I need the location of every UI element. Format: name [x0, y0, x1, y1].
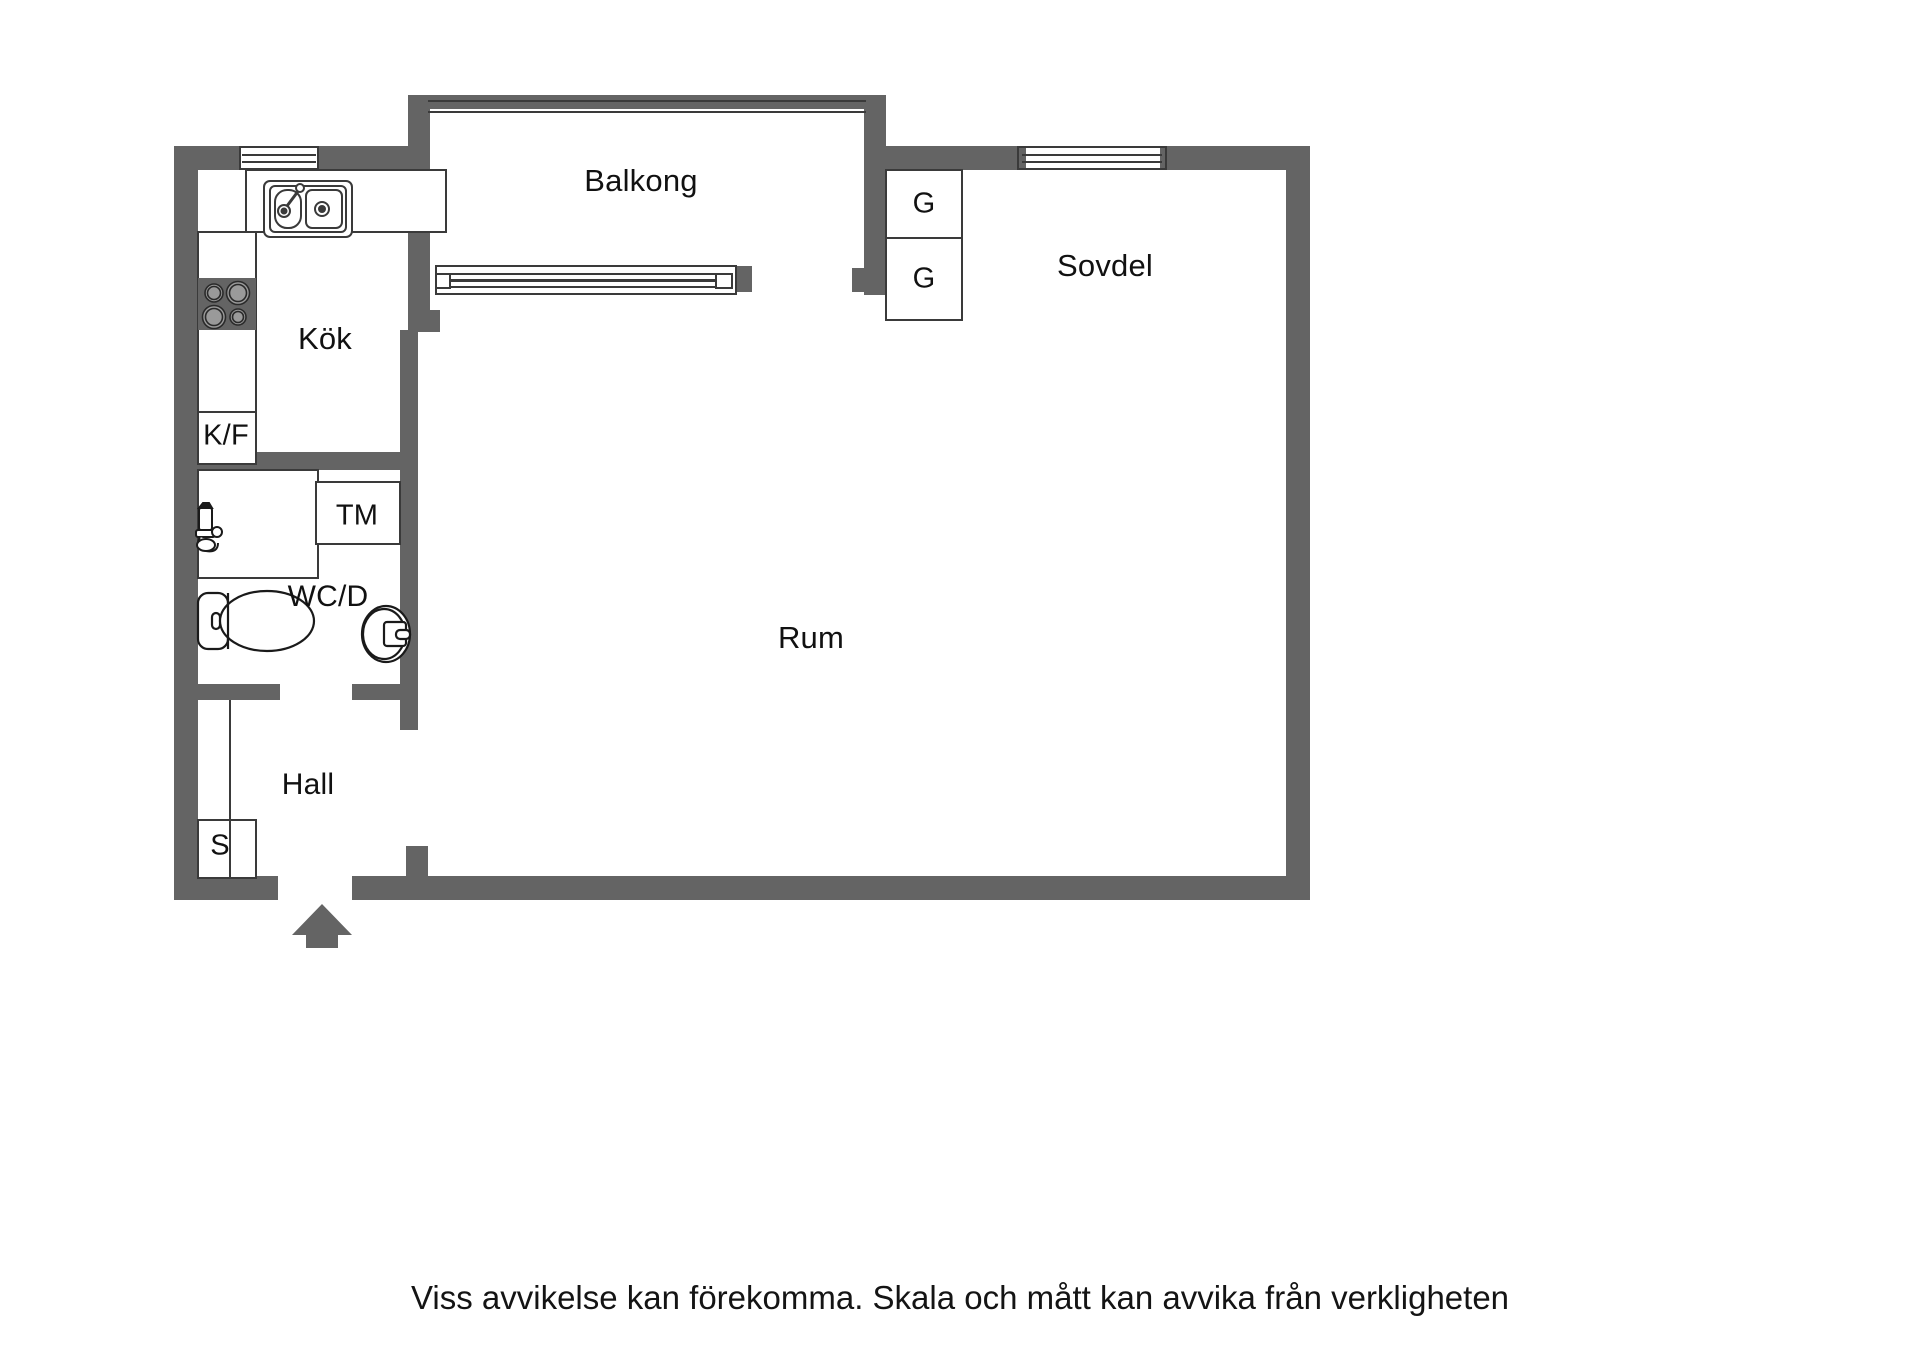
washing-machine-box [315, 481, 401, 545]
wall-east-outer [1286, 146, 1310, 900]
wall-closet-nub [852, 268, 886, 292]
fixture-label-storage-closet: S [210, 829, 230, 862]
wall-closet-left [864, 146, 886, 292]
bedroom-window-icon [1017, 146, 1167, 170]
shower-icon [195, 502, 223, 553]
wardrobe-upper-box [885, 169, 963, 239]
washbasin-icon [360, 604, 412, 664]
wall-wc-south-right [352, 684, 418, 700]
wall-south-left [174, 876, 278, 900]
stove-hob-icon [198, 278, 256, 330]
wall-west-outer [174, 146, 198, 900]
entry-arrow-icon [292, 904, 352, 948]
kitchen-window-opening [240, 146, 318, 170]
fixture-label-wardrobe-upper: G [912, 187, 936, 220]
openings [239, 100, 1167, 295]
room-label-rum: Rum [777, 620, 845, 655]
bedroom-window-opening [1026, 146, 1160, 170]
wall-north-sovdel-left [886, 146, 1026, 170]
wall-wc-east [400, 452, 418, 730]
balcony-sliding-door-icon [435, 265, 737, 295]
fridge-freezer-box [197, 411, 257, 465]
fixture-label-fridge-freezer: K/F [203, 419, 249, 452]
wall-north-sovdel-right [1160, 146, 1308, 170]
wardrobe-lower-box [885, 237, 963, 321]
shower-box [197, 469, 319, 579]
room-label-wc-d: WC/D [287, 580, 369, 613]
wall-kitchen-east [400, 330, 418, 454]
room-label-kok: Kök [297, 321, 353, 356]
disclaimer-text: Viss avvikelse kan förekomma. Skala och … [410, 1279, 1510, 1316]
wall-balcony-door-jamb-left [408, 310, 440, 332]
kitchen-sink-icon [263, 180, 353, 238]
wall-south-right [352, 876, 1310, 900]
toilet-icon [196, 589, 316, 653]
room-label-balkong: Balkong [584, 163, 698, 198]
fixture-label-washing-machine: TM [335, 499, 379, 532]
storage-closet-box [197, 819, 257, 879]
balcony-railing [428, 100, 866, 113]
fixture-label-wardrobe-lower: G [912, 262, 936, 295]
room-label-hall: Hall [281, 768, 335, 801]
room-label-sovdel: Sovdel [1057, 248, 1153, 283]
wall-south-nub [406, 846, 428, 878]
wall-wc-south-left [174, 684, 280, 700]
